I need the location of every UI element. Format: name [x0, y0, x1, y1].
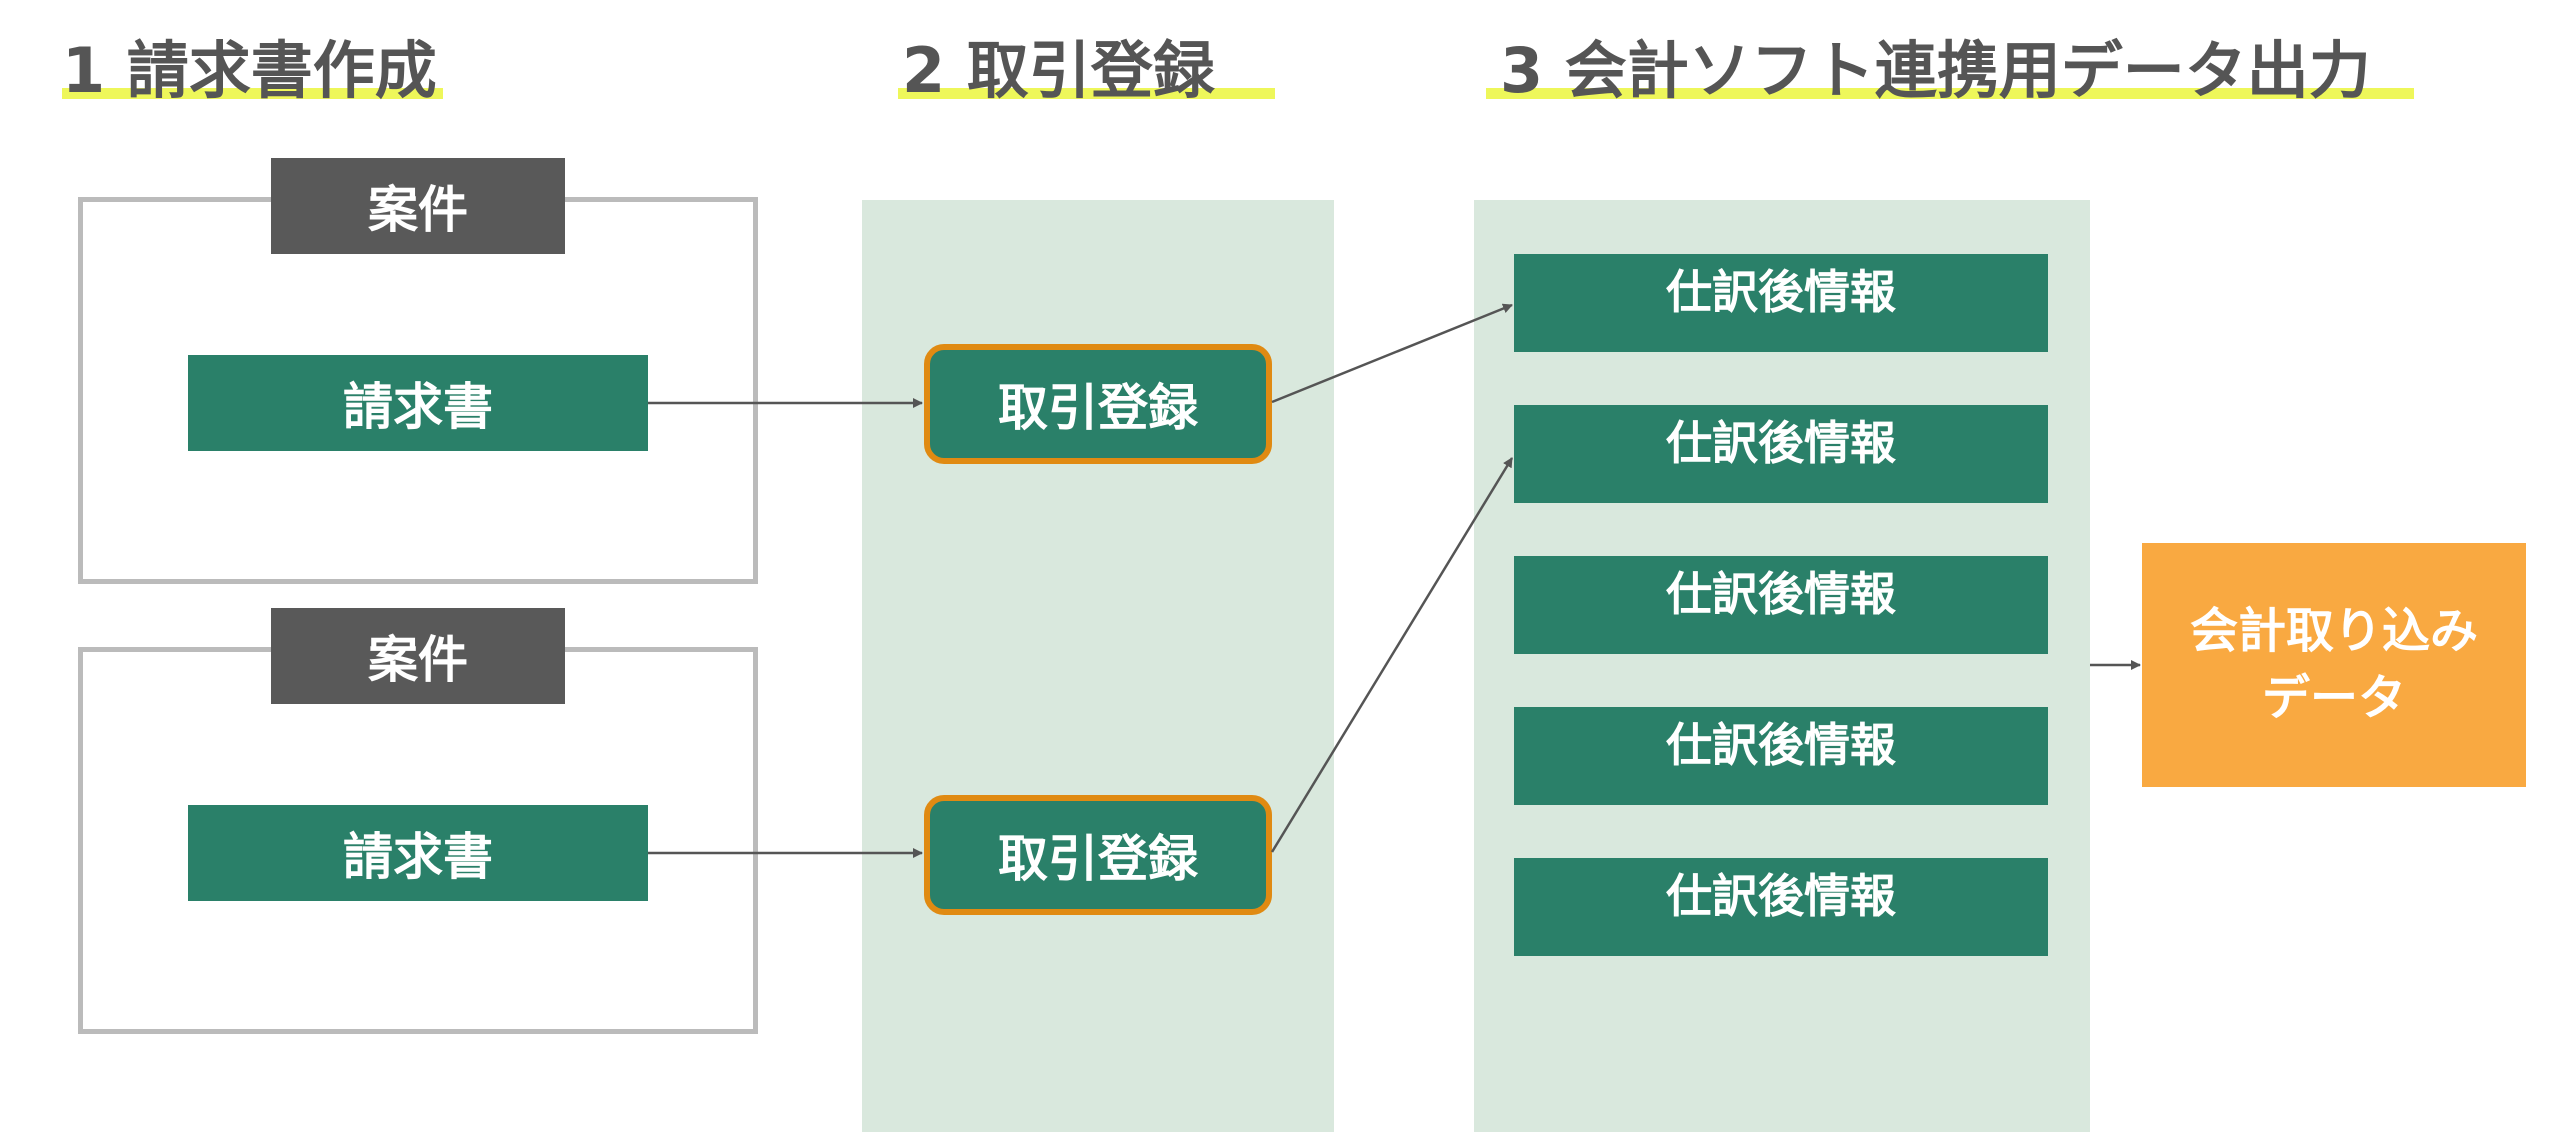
journal-entry-box: 仕訳後情報 [1514, 858, 2048, 956]
invoice-box: 請求書 [188, 355, 648, 451]
journal-column [1474, 200, 2090, 1132]
case-label: 案件 [271, 158, 565, 254]
journal-entry-box: 仕訳後情報 [1514, 254, 2048, 352]
output-line-2: データ [2261, 670, 2406, 726]
heading-highlight-3 [1486, 88, 2414, 99]
accounting-import-data-box: 会計取り込み データ [2142, 543, 2526, 787]
heading-step3: 3 会計ソフト連携用データ出力 [1500, 34, 2371, 107]
journal-entry-box: 仕訳後情報 [1514, 405, 2048, 503]
arrow-register1-to-journal1 [1271, 303, 1513, 404]
registration-box: 取引登録 [924, 344, 1272, 464]
invoice-box: 請求書 [188, 805, 648, 901]
heading-step1: 1 請求書作成 [62, 34, 437, 107]
journal-entry-box: 仕訳後情報 [1514, 556, 2048, 654]
registration-box: 取引登録 [924, 795, 1272, 915]
journal-entry-box: 仕訳後情報 [1514, 707, 2048, 805]
arrow-register2-to-journal2 [1270, 457, 1514, 853]
output-line-1: 会計取り込み [2189, 602, 2478, 659]
case-label: 案件 [271, 608, 565, 704]
heading-step2: 2 取引登録 [902, 34, 1215, 107]
heading-highlight-2 [898, 88, 1275, 99]
heading-highlight-1 [62, 88, 443, 99]
